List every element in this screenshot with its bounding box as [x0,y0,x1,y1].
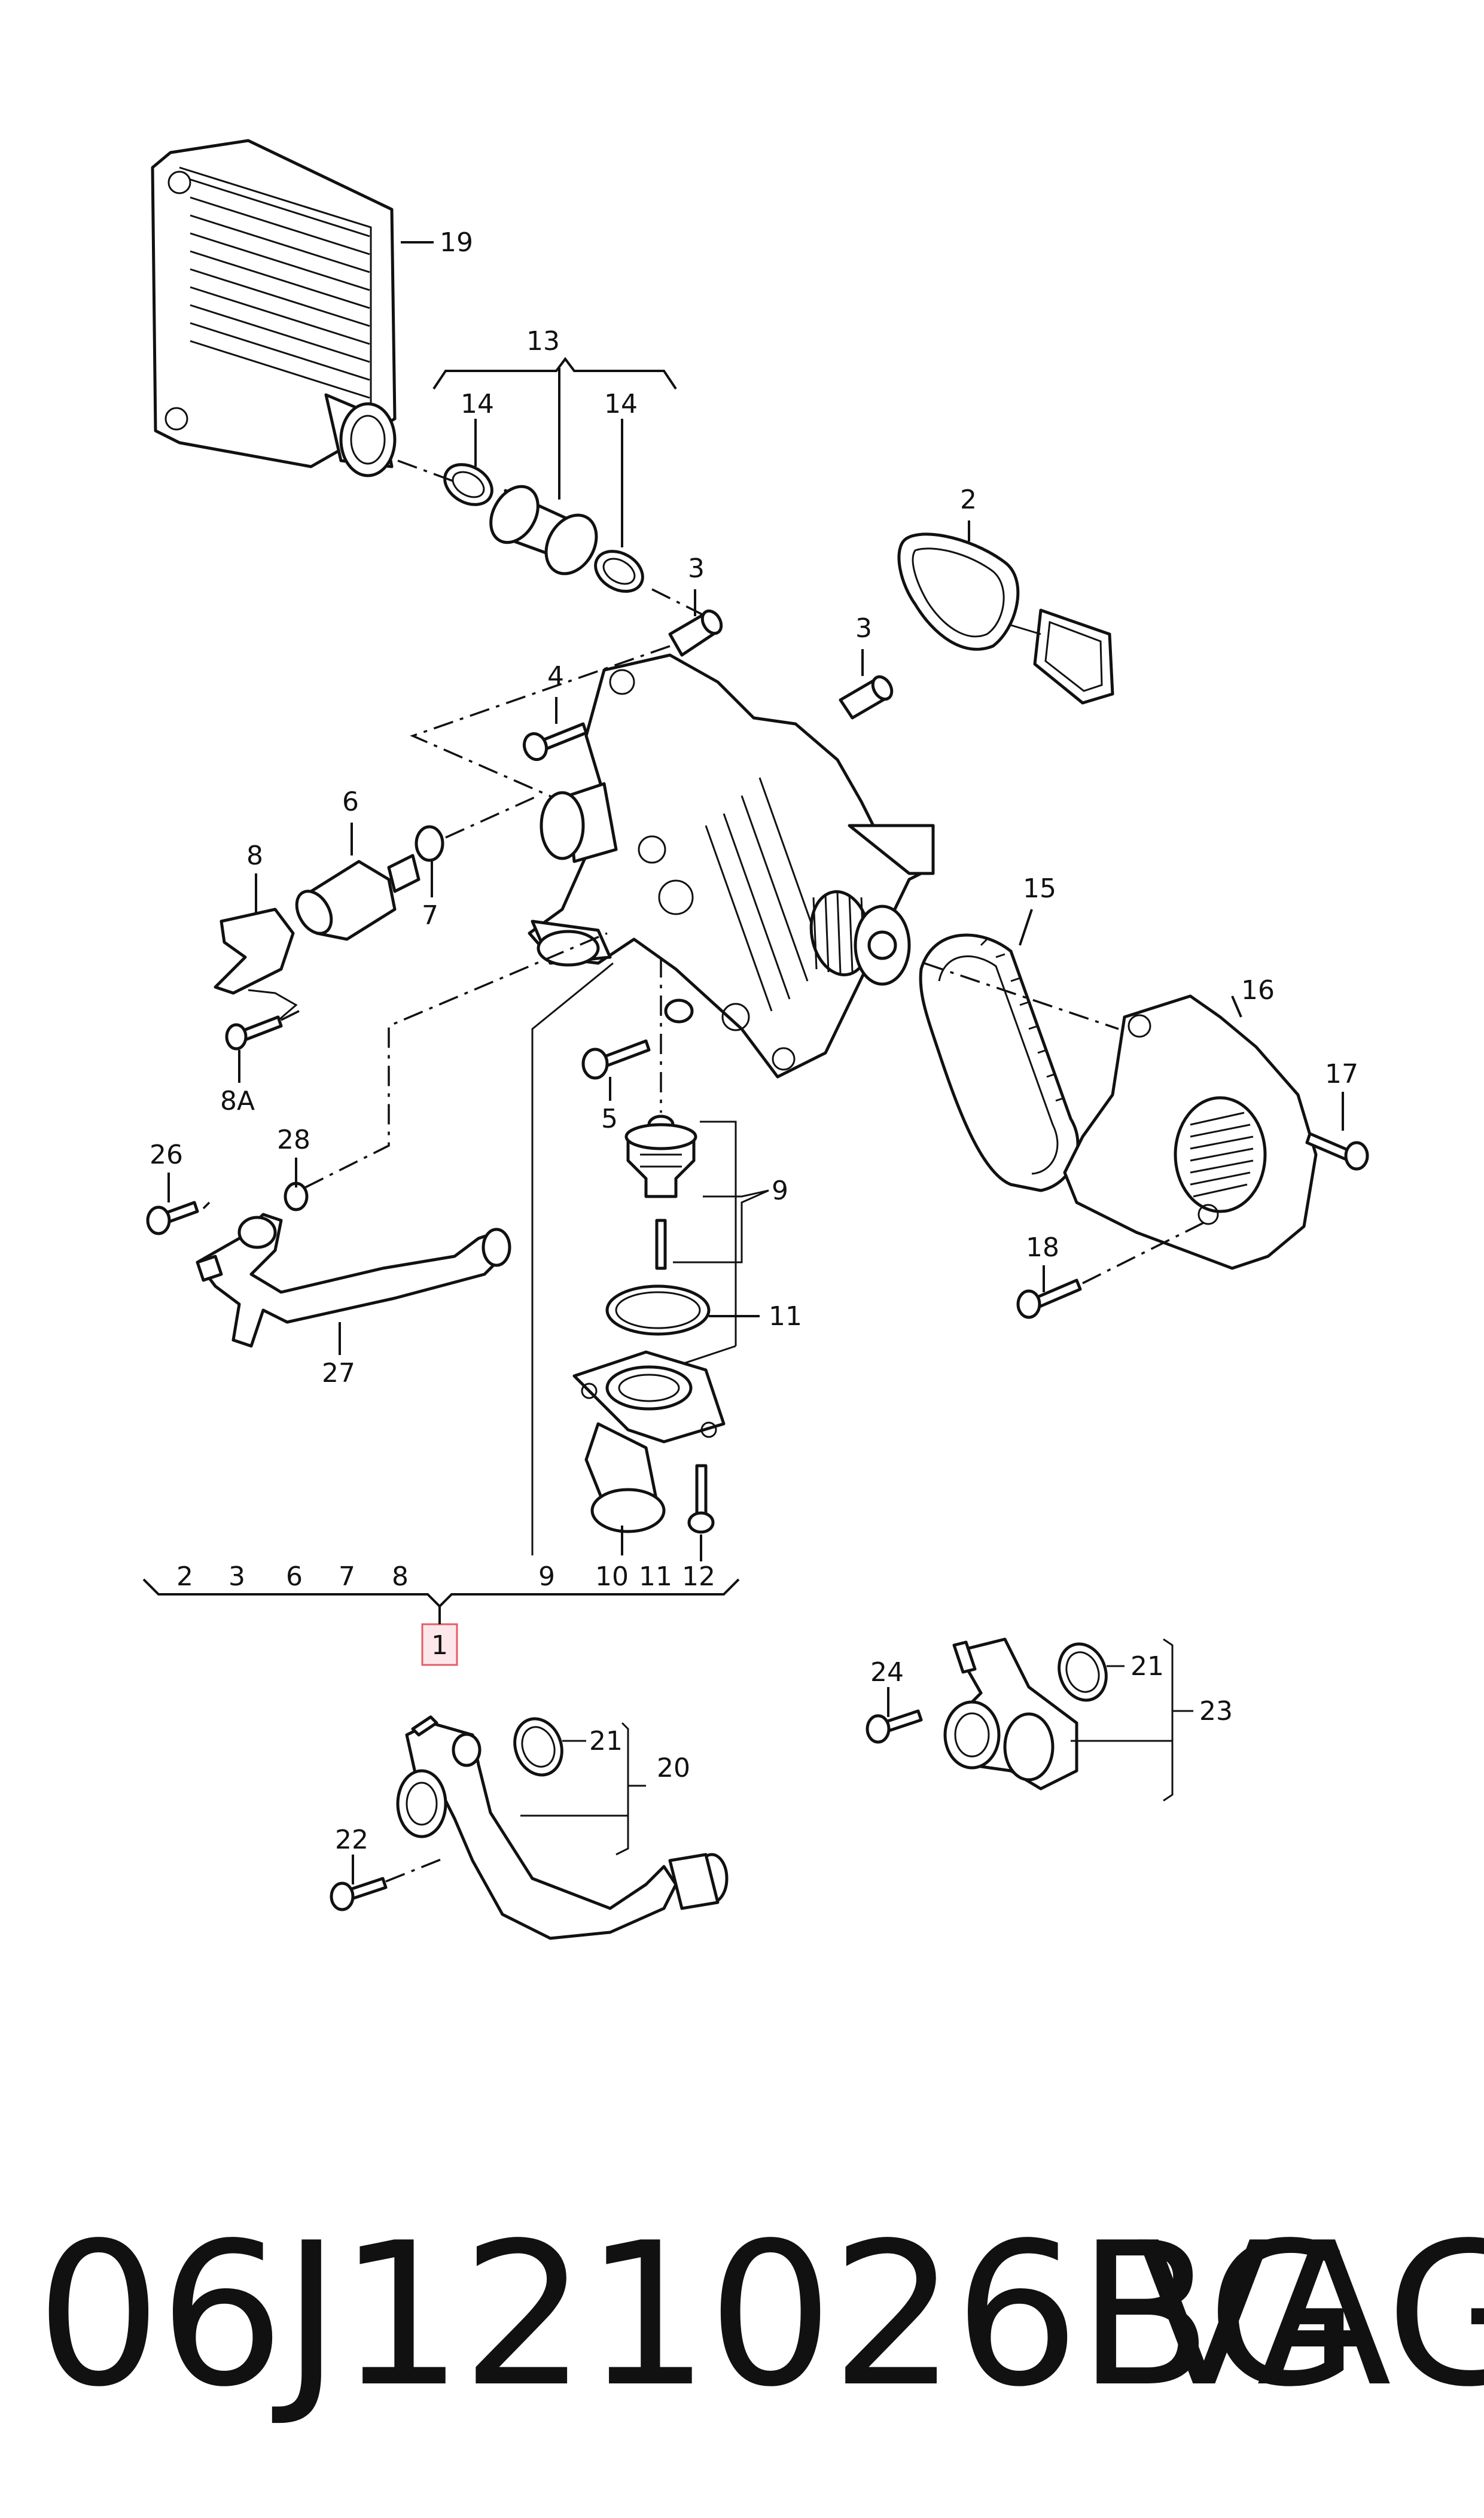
callout-26: 26 [150,1140,183,1170]
callout-19: 19 [440,227,473,258]
callout-28: 28 [277,1125,310,1155]
callout-21b: 21 [1130,1651,1164,1682]
bolt-part-8a [225,1015,283,1051]
o-ring-part-21-a [513,1717,563,1777]
temperature-sensor-part-6 [295,854,420,941]
coolant-flange-part-23 [943,1637,1078,1791]
coolant-pipe-part-20 [396,1715,729,1940]
callout-15: 15 [1023,873,1056,904]
callout-3b: 3 [855,613,872,644]
bracket-label-11: 11 [639,1561,672,1592]
callout-6: 6 [342,787,359,817]
exploded-parts-diagram: 19 13 14 14 2 3 3 4 6 7 8 8A 15 16 17 5 … [142,139,1369,1940]
gasket-part-2 [897,532,1114,705]
toothed-belt-part-15 [919,933,1080,1192]
part-number: 06J121026BG [36,2200,1360,2430]
callout-4: 4 [547,661,564,692]
bolt-part-5 [581,1039,651,1080]
bracket-label-7: 7 [339,1561,355,1592]
callout-20: 20 [657,1753,690,1783]
callout-18: 18 [1026,1232,1059,1263]
callout-24: 24 [870,1657,904,1688]
thermostat-part-9 [624,1115,697,1270]
bracket-label-9: 9 [538,1561,555,1592]
callout-labels: 19 13 14 14 2 3 3 4 6 7 8 8A 15 16 17 5 … [150,227,1358,1855]
callout-5: 5 [601,1104,618,1134]
retaining-clip-part-8 [214,908,295,995]
brand-name: VAG [1136,2200,1484,2430]
dowel-pin-part-3 [668,609,894,720]
bracket-label-2: 2 [176,1561,193,1592]
bracket-label-6: 6 [286,1561,303,1592]
oil-cooler-part-19 [151,139,397,477]
caption-bar: 06J121026BG VAG [0,2190,1484,2441]
callout-8: 8 [246,841,263,871]
callout-9: 9 [772,1176,788,1206]
callout-14b: 14 [604,389,638,419]
callout-11: 11 [769,1301,802,1332]
callout-2: 2 [960,485,977,515]
o-ring-part-7 [415,825,444,862]
callout-16: 16 [1241,975,1275,1006]
callout-22: 22 [335,1825,368,1855]
water-pump-housing [528,653,935,1079]
callout-17: 17 [1325,1059,1358,1089]
o-ring-part-21-b [1058,1642,1108,1702]
callout-7: 7 [422,900,438,931]
callout-27: 27 [322,1358,355,1389]
coolant-flange-part-10 [572,1350,726,1533]
seal-ring-part-11 [605,1284,711,1336]
bolt-part-24 [866,1709,923,1744]
bolt-part-12 [687,1464,715,1534]
connector-part-13 [443,463,644,593]
callout-21a: 21 [589,1726,623,1756]
callout-14a: 14 [461,389,494,419]
callout-3a: 3 [688,553,705,584]
callout-12: 12 [682,1561,715,1592]
callout-23: 23 [1199,1696,1233,1727]
bracket-label-8: 8 [392,1561,409,1592]
bracket-label-3: 3 [228,1561,245,1592]
coolant-pipe-part-27 [196,1213,511,1348]
bolt-part-26 [146,1201,199,1235]
bolt-part-22 [330,1877,388,1911]
callout-10: 10 [595,1561,629,1592]
callout-13: 13 [526,326,560,357]
bolt-part-4 [522,722,588,762]
bolt-part-17 [1305,1132,1369,1171]
callout-1: 1 [431,1630,448,1661]
timing-cover-part-16 [1063,994,1318,1270]
bolt-part-18 [1016,1278,1082,1319]
callout-8a: 8A [220,1086,255,1116]
